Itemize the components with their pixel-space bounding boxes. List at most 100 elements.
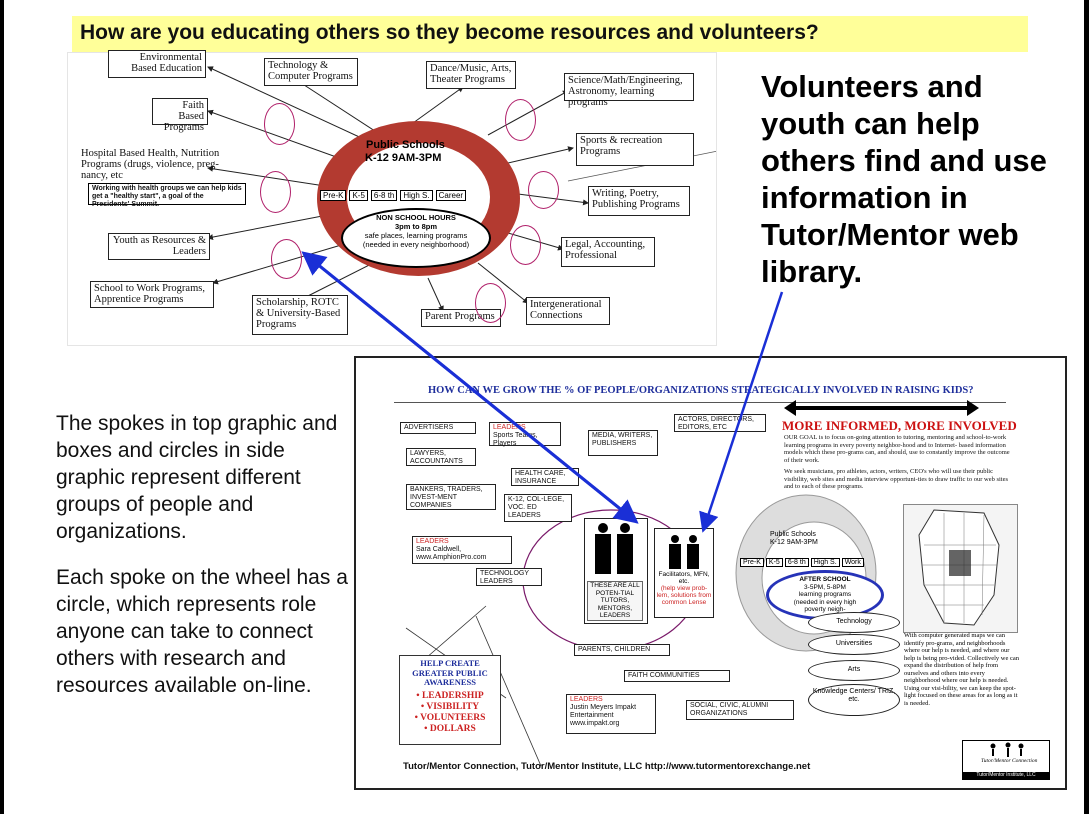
role-circle [528, 171, 559, 209]
double-arrow [784, 400, 979, 416]
side-school-label: Public Schools K-12 9AM-3PM [770, 531, 818, 547]
after-school-line4: (needed in every high [793, 598, 857, 606]
side-graphic: HOW CAN WE GROW THE % OF PEOPLE/ORGANIZA… [354, 356, 1067, 790]
box-leaders-justin: LEADERS Justin Meyers Impakt Entertainme… [566, 694, 656, 734]
after-school-line3: learning programs [798, 591, 852, 598]
map-icon [918, 509, 1000, 626]
box-faith-communities: FAITH COMMUNITIES [624, 670, 730, 682]
title-rule [394, 402, 1006, 403]
box-sports: Sports & recreation Programs [576, 133, 694, 166]
nsh-title: NON SCHOOL HOURS [376, 213, 456, 222]
more-informed-title: MORE INFORMED, MORE INVOLVED [782, 418, 1017, 433]
explanation-text: The spokes in top graphic and boxes and … [56, 410, 352, 718]
box-lawyers: LAWYERS, ACCOUNTANTS [406, 448, 476, 466]
box-k12-leaders: K-12, COL-LEGE, VOC. ED LEADERS [504, 494, 572, 522]
role-circle [475, 283, 506, 323]
box-leaders-sara: LEADERS Sara Caldwell, www.AmphionPro.co… [412, 536, 512, 564]
pill-arts: Arts [808, 660, 900, 681]
tutor-mentor-logo: Tutor/Mentor Connection Tutor/Mentor Ins… [962, 740, 1050, 780]
box-bankers: BANKERS, TRADERS, INVEST-MENT COMPANIES [406, 484, 496, 510]
volunteers-callout: Volunteers and youth can help others fin… [761, 69, 1047, 289]
leaders-label: LEADERS [570, 696, 603, 703]
box-social-civic: SOCIAL, CIVIC, ALUMNI ORGANIZATIONS [686, 700, 794, 720]
grade-k5: K-5 [349, 190, 368, 201]
box-legal: Legal, Accounting, Professional [561, 237, 655, 267]
non-school-hours-oval: NON SCHOOL HOURS 3pm to 8pm safe places,… [341, 208, 491, 268]
side-grade-high: High S. [810, 558, 840, 567]
box-tech-leaders: TECHNOLOGY LEADERS [476, 568, 542, 586]
box-science: Science/Math/Engineering, Astronomy, lea… [564, 73, 694, 108]
box-technology: Technology & Computer Programs [264, 58, 358, 86]
box-leaders-sports: LEADERS Sports Teams, Players [489, 422, 561, 447]
box-environmental: Environmental Based Education [108, 50, 206, 78]
grade-68: 6-8 th [370, 190, 398, 201]
goal-p1: OUR GOAL is to focus on-going attention … [784, 434, 1010, 464]
box-faith: Faith Based Programs [152, 98, 208, 133]
box-media: MEDIA, WRITERS, PUBLISHERS [588, 430, 658, 456]
justin-label: Justin Meyers Impakt Entertainment www.i… [570, 704, 637, 727]
slide-title: How are you educating others so they bec… [80, 21, 819, 44]
logo-text: Tutor/Mentor Connection [981, 758, 1038, 764]
side-grade-68: 6-8 th [784, 558, 809, 567]
grade-prek: Pre-K [320, 190, 347, 201]
facilitator-silhouette-icon [669, 535, 699, 569]
leaders-label: LEADERS [416, 538, 449, 545]
box-advertisers: ADVERTISERS [400, 422, 476, 434]
hub-title: Public Schools [366, 139, 445, 151]
box-school-to-work: School to Work Programs, Apprentice Prog… [90, 281, 214, 308]
grade-high: High S. [400, 190, 433, 201]
help-items: • LEADERSHIP • VISIBILITY • VOLUNTEERS •… [400, 691, 500, 735]
side-school-title: Public Schools [770, 531, 816, 538]
box-health-note: Working with health groups we can help k… [88, 183, 246, 208]
box-hospital: Hospital Based Health, Nutrition Program… [81, 148, 220, 181]
chicago-map [903, 504, 1018, 633]
public-awareness-title: HELP CREATE GREATER PUBLIC AWARENESS [412, 658, 488, 687]
goal-text: OUR GOAL is to focus on-going attention … [784, 434, 1016, 495]
footer-credit: Tutor/Mentor Connection, Tutor/Mentor In… [403, 761, 811, 772]
box-writing: Writing, Poetry, Publishing Programs [588, 186, 690, 216]
side-school-hours: K-12 9AM-3PM [770, 539, 818, 546]
help-dollars: • DOLLARS [424, 723, 476, 734]
box-actors: ACTORS, DIRECTORS, EDITORS, ETC [674, 414, 766, 432]
facilitators-figure-box: Facilitators, MFN, etc. (help view prob-… [654, 528, 714, 618]
side-grade-k5: K-5 [765, 558, 783, 567]
box-parents: PARENTS, CHILDREN [574, 644, 670, 656]
help-volunteers: • VOLUNTEERS [414, 712, 486, 723]
after-school-line5: poverty neigh- [804, 606, 846, 613]
pill-universities: Universities [808, 634, 900, 655]
tutors-figure-box: THESE ARE ALL POTEN-TIAL TUTORS, MENTORS… [584, 518, 648, 624]
role-circle [264, 103, 295, 145]
nsh-line3: safe places, learning programs [364, 231, 468, 240]
sara-label: Sara Caldwell, www.AmphionPro.com [416, 546, 487, 561]
box-youth: Youth as Resources & Leaders [108, 233, 210, 260]
box-intergenerational: Intergenerational Connections [526, 297, 610, 325]
hub-hours: K-12 9AM-3PM [365, 152, 442, 164]
after-school-hours: 3-5PM, 5-8PM [804, 583, 846, 591]
side-grade-work: Work [841, 558, 864, 567]
grade-strip: Pre-K K-5 6-8 th High S. Career [320, 190, 467, 201]
explanation-p1: The spokes in top graphic and boxes and … [56, 412, 338, 543]
help-leadership: • LEADERSHIP [416, 690, 484, 701]
after-school-title: AFTER SCHOOL [799, 576, 851, 583]
map-caption: With computer generated maps we can iden… [904, 632, 1019, 707]
side-grade-strip: Pre-K K-5 6-8 th High S. Work [740, 558, 864, 567]
top-wheel-graphic: Public Schools K-12 9AM-3PM Pre-K K-5 6-… [67, 50, 717, 346]
role-circle [271, 239, 302, 279]
goal-p2: We seek musicians, pro athletes, actors,… [784, 468, 1009, 490]
grade-career: Career [435, 190, 467, 201]
role-circle [260, 171, 291, 213]
side-grade-prek: Pre-K [740, 558, 764, 567]
box-dance: Dance/Music, Arts, Theater Programs [426, 61, 516, 89]
facilitators-label: Facilitators, MFN, etc. (help view prob-… [656, 571, 712, 606]
role-circle [510, 225, 541, 265]
sports-teams-label: Sports Teams, Players [493, 432, 538, 447]
help-visibility: • VISIBILITY [420, 701, 480, 712]
slide: How are you educating others so they bec… [4, 0, 1084, 814]
explanation-p2: Each spoke on the wheel has a circle, wh… [56, 566, 348, 697]
potential-tutors-label: THESE ARE ALL POTEN-TIAL TUTORS, MENTORS… [587, 581, 643, 621]
nsh-hours: 3pm to 8pm [394, 222, 438, 231]
role-circle [505, 99, 536, 141]
facilitators-line1: Facilitators, MFN, etc. [658, 571, 710, 585]
logo-figures-icon [990, 742, 1024, 757]
people-silhouette-icon [595, 523, 633, 574]
